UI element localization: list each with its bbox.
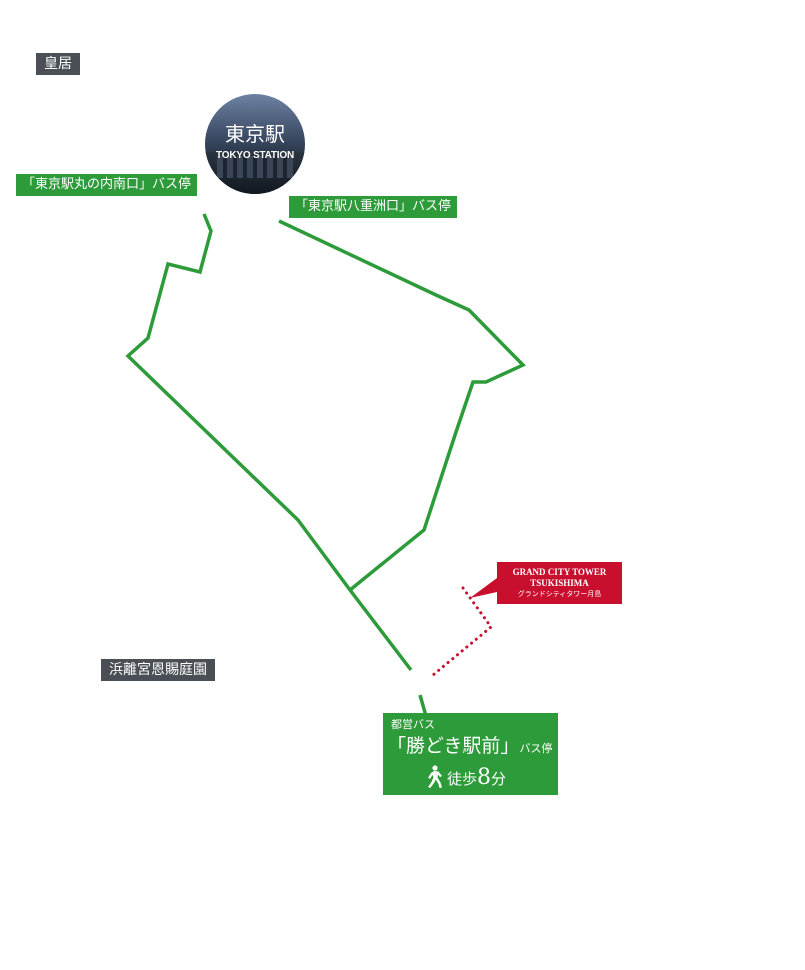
tokyo-station-marker: 東京駅 TOKYO STATION — [205, 94, 305, 194]
bus-operator: 都営バス — [391, 718, 435, 731]
bus-stop-name: 「勝どき駅前」バス停 — [387, 733, 552, 762]
property-label: GRAND CITY TOWER TSUKISHIMA グランドシティタワー月島 — [497, 562, 622, 604]
kachidoki-bus-stop-box: 都営バス 「勝どき駅前」バス停 徒歩8分 — [383, 713, 558, 795]
marunouchi-south-bus-stop-label: 「東京駅丸の内南口」バス停 — [16, 174, 198, 196]
property-name-line1: GRAND CITY TOWER — [512, 567, 607, 577]
walk-label: 徒歩 — [447, 770, 478, 788]
walking-path — [431, 586, 494, 677]
bus-stop-suffix: バス停 — [519, 742, 553, 755]
station-name-jp: 東京駅 — [225, 122, 285, 146]
bus-stop-name-main: 「勝どき駅前」 — [387, 735, 520, 757]
walk-time: 徒歩8分 — [425, 765, 506, 796]
bus-route-yaesu — [278, 219, 526, 592]
imperial-palace-label: 皇居 — [36, 53, 80, 75]
walk-minutes: 8 — [477, 765, 492, 790]
walk-unit: 分 — [491, 770, 507, 788]
property-name-jp: グランドシティタワー月島 — [517, 590, 602, 598]
yaesu-bus-stop-label: 「東京駅八重洲口」バス停 — [289, 196, 458, 218]
bus-route-to-stop — [418, 694, 428, 717]
property-pointer — [470, 578, 497, 598]
walking-person-icon — [425, 765, 443, 796]
bus-route-marunouchi — [125, 213, 413, 672]
property-name-line2: TSUKISHIMA — [530, 578, 589, 588]
station-photo — [205, 152, 305, 194]
station-name-en: TOKYO STATION — [216, 150, 294, 161]
hamarikyu-garden-label: 浜離宮恩賜庭園 — [101, 659, 215, 681]
